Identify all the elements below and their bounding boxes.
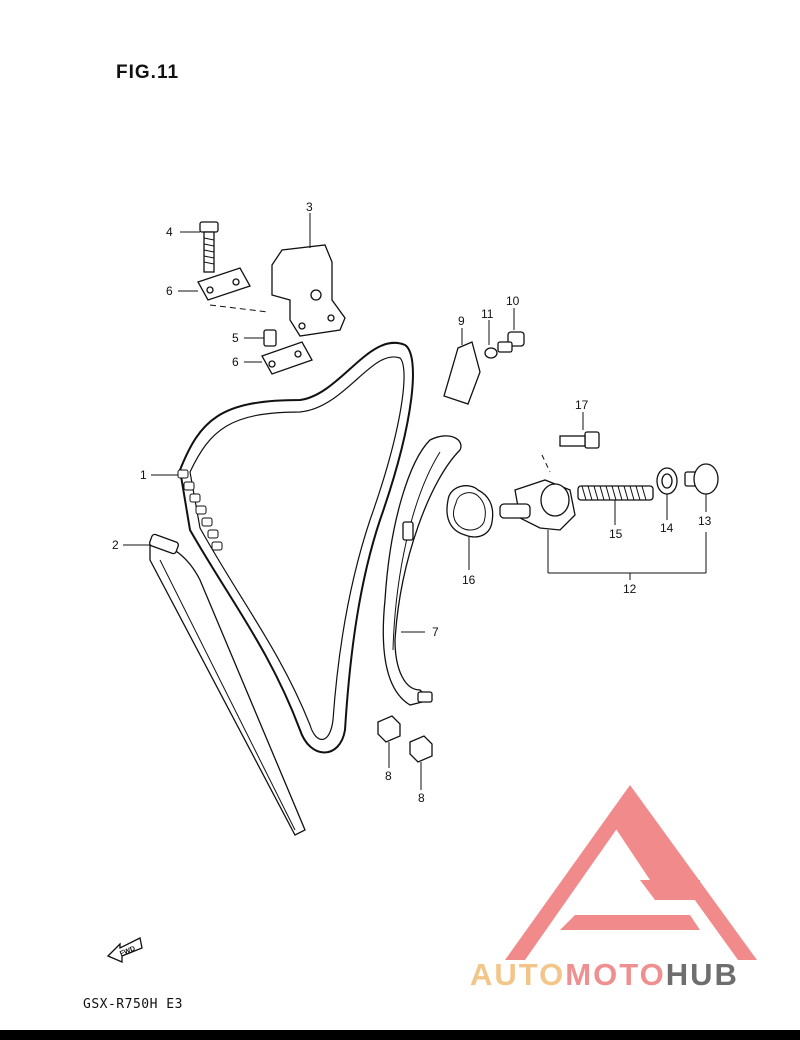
watermark-moto: MOTO	[565, 957, 666, 992]
plate-6-lower	[261, 341, 313, 375]
bottom-border	[0, 1030, 800, 1040]
watermark-logo-icon	[505, 785, 757, 960]
callout-4: 4	[166, 225, 173, 239]
bolt-17	[541, 431, 600, 473]
figure-title: FIG.11	[116, 62, 180, 83]
watermark-hub: HUB	[665, 957, 739, 992]
leader-lines	[123, 213, 707, 790]
callout-numbers: 1 2 3 4 5 6 6 7 8 8 9 10 11 12 13 14 15 …	[112, 200, 712, 805]
cam-chain	[177, 341, 414, 754]
callout-12: 12	[623, 582, 637, 596]
callout-1: 1	[140, 468, 147, 482]
callout-6b: 6	[232, 355, 239, 369]
watermark-auto: AUTO	[470, 957, 566, 992]
bolt-10	[497, 331, 525, 353]
chain-guide-rear	[148, 533, 306, 836]
damper-8b	[409, 735, 433, 763]
callout-11: 11	[481, 307, 494, 321]
chain-guide-upper	[271, 244, 346, 337]
callout-10: 10	[506, 294, 520, 308]
guide-9	[443, 341, 481, 405]
callout-9: 9	[458, 314, 465, 328]
callout-7: 7	[432, 625, 439, 639]
damper-8a	[377, 715, 401, 743]
callout-3: 3	[306, 200, 313, 214]
callout-13: 13	[698, 514, 712, 528]
spring-15	[577, 485, 654, 501]
collar-5	[263, 329, 277, 347]
callout-6a: 6	[166, 284, 173, 298]
chain-guide-tensioner	[382, 435, 462, 706]
tensioner-body	[499, 479, 576, 531]
fwd-arrow-icon: FWD	[106, 937, 143, 963]
callout-2: 2	[112, 538, 119, 552]
washer-11	[484, 347, 498, 359]
bolt-4	[199, 221, 219, 273]
model-code: GSX-R750H E3	[83, 997, 183, 1012]
gasket-16	[446, 485, 494, 538]
callout-8b: 8	[418, 791, 425, 805]
callout-5: 5	[232, 331, 239, 345]
watermark-text: AUTOMOTOHUB	[470, 957, 739, 993]
callout-16: 16	[462, 573, 476, 587]
callout-15: 15	[609, 527, 623, 541]
callout-8a: 8	[385, 769, 392, 783]
chain-links	[177, 469, 223, 551]
cap-13	[684, 463, 719, 495]
callout-17: 17	[575, 398, 589, 412]
callout-14: 14	[660, 521, 674, 535]
plate-6-upper	[197, 267, 251, 301]
